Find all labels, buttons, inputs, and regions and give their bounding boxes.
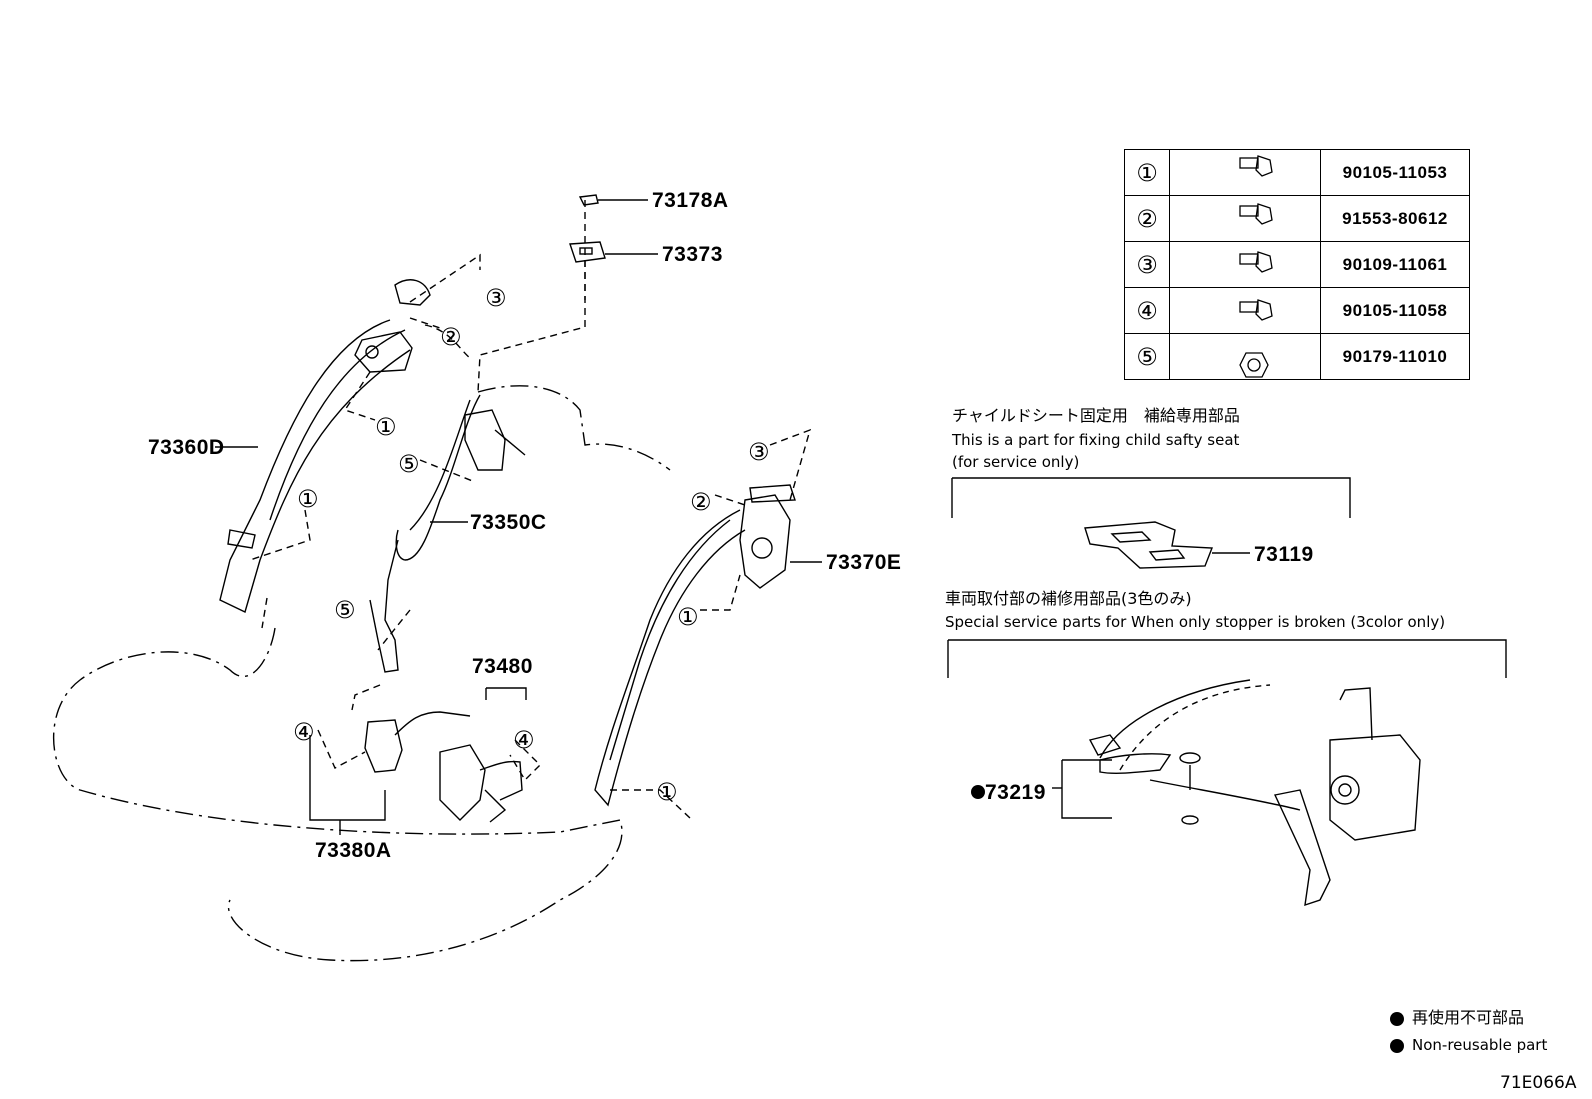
label-73119: 73119 — [1254, 543, 1314, 566]
child-seat-note-jp: チャイルドシート固定用 補給専用部品 — [952, 406, 1240, 425]
legend-non-reusable-en: Non-reusable part — [1390, 1038, 1547, 1053]
table-row: ④ 90105-11058 — [1124, 287, 1470, 334]
diagram-id: 71E066A — [1500, 1073, 1577, 1093]
non-reusable-dot-icon — [1390, 1038, 1404, 1053]
label-73219: 73219 — [985, 781, 1046, 804]
belt-right — [594, 509, 746, 807]
legend-label-jp: 再使用不可部品 — [1412, 1008, 1525, 1027]
fastener-icon-cell — [1169, 149, 1321, 196]
callout-5: ⑤ — [334, 596, 356, 624]
label-73178A: 73178A — [652, 189, 729, 212]
fastener-icon-cell — [1169, 287, 1321, 334]
belt-center — [395, 394, 481, 561]
fastener-part-number: 90105-11053 — [1320, 149, 1470, 196]
child-seat-note-en-2: (for service only) — [952, 453, 1080, 471]
stopper-note-jp: 車両取付部の補修用部品(3色のみ) — [945, 589, 1192, 608]
callout-5: ⑤ — [398, 450, 420, 478]
seat-outline — [52, 627, 623, 962]
fastener-icon-cell — [1169, 241, 1321, 288]
label-73480: 73480 — [472, 655, 533, 678]
fastener-number: ② — [1124, 195, 1170, 242]
retractor-center — [464, 409, 506, 471]
table-row: ③ 90109-11061 — [1124, 241, 1470, 288]
callout-3: ③ — [485, 284, 507, 312]
fastener-number: ④ — [1124, 287, 1170, 334]
table-row: ⑤ 90179-11010 — [1124, 333, 1470, 380]
fastener-part-number: 90105-11058 — [1320, 287, 1470, 334]
fastener-part-number: 90109-11061 — [1320, 241, 1470, 288]
fastener-number: ① — [1124, 149, 1170, 196]
fastener-icon-cell — [1169, 333, 1321, 380]
legend-non-reusable-jp: 再使用不可部品 — [1390, 1010, 1524, 1026]
callout-1: ① — [297, 485, 319, 513]
label-73350C: 73350C — [470, 511, 547, 534]
retractor-detail — [1329, 734, 1421, 841]
callout-1: ① — [677, 603, 699, 631]
fastener-icon-cell — [1169, 195, 1321, 242]
legend-label-en: Non-reusable part — [1412, 1036, 1548, 1054]
callout-3: ③ — [748, 438, 770, 466]
callout-2: ② — [440, 323, 462, 351]
upper-anchor-left — [394, 279, 431, 306]
retractor-left — [354, 331, 413, 373]
callout-2: ② — [690, 488, 712, 516]
non-reusable-dot-icon — [1390, 1011, 1404, 1026]
plate-73178A — [578, 194, 599, 206]
stopper-clip — [1099, 753, 1172, 774]
table-row: ② 91553-80612 — [1124, 195, 1470, 242]
callout-4: ④ — [293, 718, 315, 746]
child-seat-note-en: This is a part for fixing child safty se… — [952, 431, 1240, 449]
fastener-table: ① 90105-11053 ② 91553-80612 ③ 90109-1106… — [1124, 149, 1470, 380]
center-strap — [369, 539, 399, 673]
belt-left-inner — [269, 329, 406, 521]
fastener-part-number: 90179-11010 — [1320, 333, 1470, 380]
callout-1: ① — [375, 413, 397, 441]
fastener-part-number: 91553-80612 — [1320, 195, 1470, 242]
buckle-73480 — [439, 744, 486, 821]
label-73360D: 73360D — [148, 436, 225, 459]
label-73380A: 73380A — [315, 839, 392, 862]
retractor-right — [739, 494, 791, 589]
callout-1: ① — [656, 778, 678, 806]
stopper-note-en: Special service parts for When only stop… — [945, 613, 1446, 631]
label-73373: 73373 — [662, 243, 723, 266]
fastener-number: ⑤ — [1124, 333, 1170, 380]
callout-4: ④ — [513, 726, 535, 754]
belt-left — [219, 319, 411, 613]
table-row: ① 90105-11053 — [1124, 149, 1470, 196]
seat-outline-upper — [477, 385, 671, 471]
label-73370E: 73370E — [826, 551, 902, 574]
fastener-number: ③ — [1124, 241, 1170, 288]
plate-73373 — [569, 241, 606, 263]
plate-73119 — [1084, 521, 1214, 569]
buckle-73380A — [364, 719, 403, 773]
